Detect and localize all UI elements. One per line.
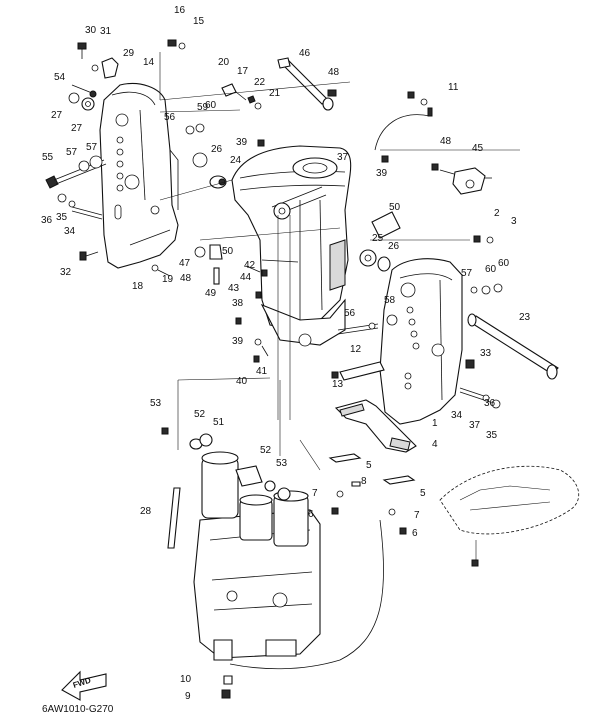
part-callout: 57 xyxy=(461,268,473,279)
part-callout: 59 xyxy=(197,102,209,113)
right-clamp-bracket xyxy=(379,258,463,425)
part-callout: 36 xyxy=(41,215,53,226)
part-callout: 42 xyxy=(244,260,256,271)
part-callout: 15 xyxy=(193,16,205,27)
part-callout: 12 xyxy=(350,344,362,355)
left-top-hardware xyxy=(45,42,171,277)
part-callout: 6 xyxy=(412,528,418,539)
part-callout: 7 xyxy=(414,510,420,521)
part-callout: 1 xyxy=(432,418,438,429)
assembly-lines xyxy=(159,52,520,471)
part-callout: 29 xyxy=(123,48,135,59)
part-callout: 16 xyxy=(174,5,186,16)
part-callout: 46 xyxy=(299,48,311,59)
part-callout: 53 xyxy=(150,398,162,409)
lower-mount-outline xyxy=(439,465,580,567)
part-callout: 7 xyxy=(312,488,318,499)
part-callout: 17 xyxy=(237,66,249,77)
left-clamp-bracket xyxy=(99,82,179,269)
part-callout: 49 xyxy=(205,288,217,299)
part-callout: 14 xyxy=(143,57,155,68)
part-callout: 51 xyxy=(213,417,225,428)
part-callout: 35 xyxy=(486,430,498,441)
part-callout: 26 xyxy=(211,144,223,155)
part-callout: 27 xyxy=(71,123,83,134)
part-callout: 28 xyxy=(140,506,152,517)
part-callout: 41 xyxy=(256,366,268,377)
part-callout: 58 xyxy=(384,295,396,306)
part-callout: 8 xyxy=(361,476,367,487)
part-callout: 48 xyxy=(328,67,340,78)
part-callout: 39 xyxy=(376,168,388,179)
part-callout: 3 xyxy=(511,216,517,227)
part-callout: 13 xyxy=(332,379,344,390)
part-callout: 60 xyxy=(485,264,497,275)
part-callout: 19 xyxy=(162,274,174,285)
part-callout: 32 xyxy=(60,267,72,278)
part-callout: 5 xyxy=(366,460,372,471)
part-callout: 11 xyxy=(448,82,459,93)
part-callout: 30 xyxy=(85,25,97,36)
part-callout: 55 xyxy=(42,152,54,163)
part-callout: 33 xyxy=(480,348,492,359)
part-callout: 57 xyxy=(66,147,78,158)
part-callout: 39 xyxy=(236,137,248,148)
part-callout: 47 xyxy=(179,258,191,269)
part-callout: 35 xyxy=(56,212,68,223)
right-lower-hardware xyxy=(331,359,501,409)
part-callout: 34 xyxy=(451,410,463,421)
part-callout: 44 xyxy=(240,272,252,283)
part-callout: 20 xyxy=(218,57,230,68)
part-callout: 6 xyxy=(308,509,314,520)
stern-bracket-plate xyxy=(328,399,417,535)
part-callout: 45 xyxy=(472,143,484,154)
swivel-pivot-shaft xyxy=(271,186,327,420)
part-callout: 25 xyxy=(372,233,384,244)
part-callout: 57 xyxy=(86,142,98,153)
part-callout: 24 xyxy=(230,155,242,166)
part-callout: 21 xyxy=(269,88,281,99)
right-top-hardware xyxy=(337,91,503,335)
part-callout: 9 xyxy=(185,691,191,702)
part-callout: 50 xyxy=(389,202,401,213)
part-callout: 2 xyxy=(494,208,500,219)
forward-direction-arrow: FWD xyxy=(61,670,107,701)
part-callout: 53 xyxy=(276,458,288,469)
callout-layer: 1234556677891011121314151617181920212223… xyxy=(41,5,531,702)
part-callout: 38 xyxy=(232,298,244,309)
center-left-hardware xyxy=(194,244,269,363)
part-callout: 22 xyxy=(254,77,266,88)
part-callout: 40 xyxy=(236,376,248,387)
power-trim-tilt-unit xyxy=(161,377,385,699)
part-callout: 54 xyxy=(54,72,66,83)
swivel-bracket xyxy=(231,145,352,347)
part-callout: 52 xyxy=(260,445,272,456)
part-callout: 31 xyxy=(100,26,112,37)
part-callout: 5 xyxy=(420,488,426,499)
part-callout: 37 xyxy=(337,152,349,163)
tilt-stop-lever xyxy=(277,57,334,111)
part-callout: 37 xyxy=(469,420,481,431)
part-callout: 18 xyxy=(132,281,144,292)
part-callout: 60 xyxy=(498,258,510,269)
part-callout: 52 xyxy=(194,409,206,420)
part-callout: 34 xyxy=(64,226,76,237)
part-callout: 56 xyxy=(164,112,176,123)
part-callout: 60 xyxy=(205,100,217,111)
part-callout: 27 xyxy=(51,110,63,121)
part-callout: 43 xyxy=(228,283,240,294)
part-callout: 26 xyxy=(388,241,400,252)
part-callout: 56 xyxy=(344,308,356,319)
part-callout: 50 xyxy=(222,246,234,257)
tilt-tube xyxy=(467,313,559,380)
part-callout: 10 xyxy=(180,674,192,685)
part-callout: 48 xyxy=(180,273,192,284)
part-callout: 39 xyxy=(232,336,244,347)
diagram-code: 6AW1010-G270 xyxy=(42,704,114,715)
part-callout: 4 xyxy=(432,439,438,450)
part-callout: 36 xyxy=(484,398,496,409)
part-callout: 48 xyxy=(440,136,452,147)
part-callout: 23 xyxy=(519,312,531,323)
